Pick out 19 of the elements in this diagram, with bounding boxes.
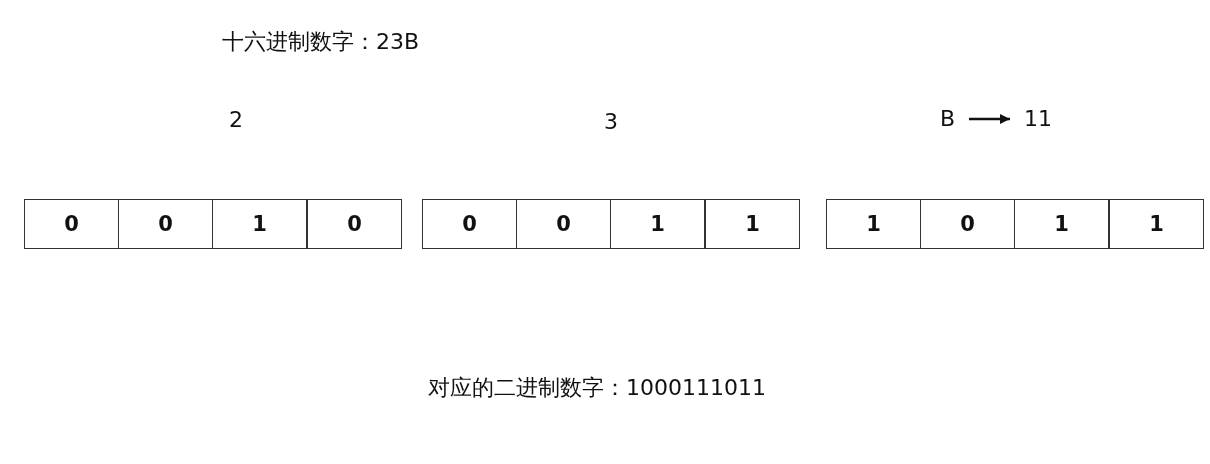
hex-digit: 2	[229, 106, 243, 134]
hex-digit: B	[940, 105, 956, 133]
bit-cell: 0	[516, 199, 611, 249]
hex-digit: 3	[604, 108, 618, 136]
bit-cell: 1	[826, 199, 921, 249]
bit-cell: 0	[307, 199, 402, 249]
caption-text: 对应的二进制数字：1000111011	[428, 374, 766, 402]
bit-cell: 1	[705, 199, 800, 249]
bit-cell: 1	[1109, 199, 1204, 249]
bit-cell: 0	[422, 199, 517, 249]
bit-cell: 0	[24, 199, 119, 249]
bit-cell: 1	[610, 199, 705, 249]
title-text: 十六进制数字：23B	[222, 28, 420, 56]
bit-cell: 0	[920, 199, 1015, 249]
bit-cell: 1	[1014, 199, 1109, 249]
bit-cell: 0	[118, 199, 213, 249]
arrow	[969, 114, 1010, 124]
bit-cell: 1	[212, 199, 307, 249]
decimal-value: 11	[1024, 105, 1052, 133]
